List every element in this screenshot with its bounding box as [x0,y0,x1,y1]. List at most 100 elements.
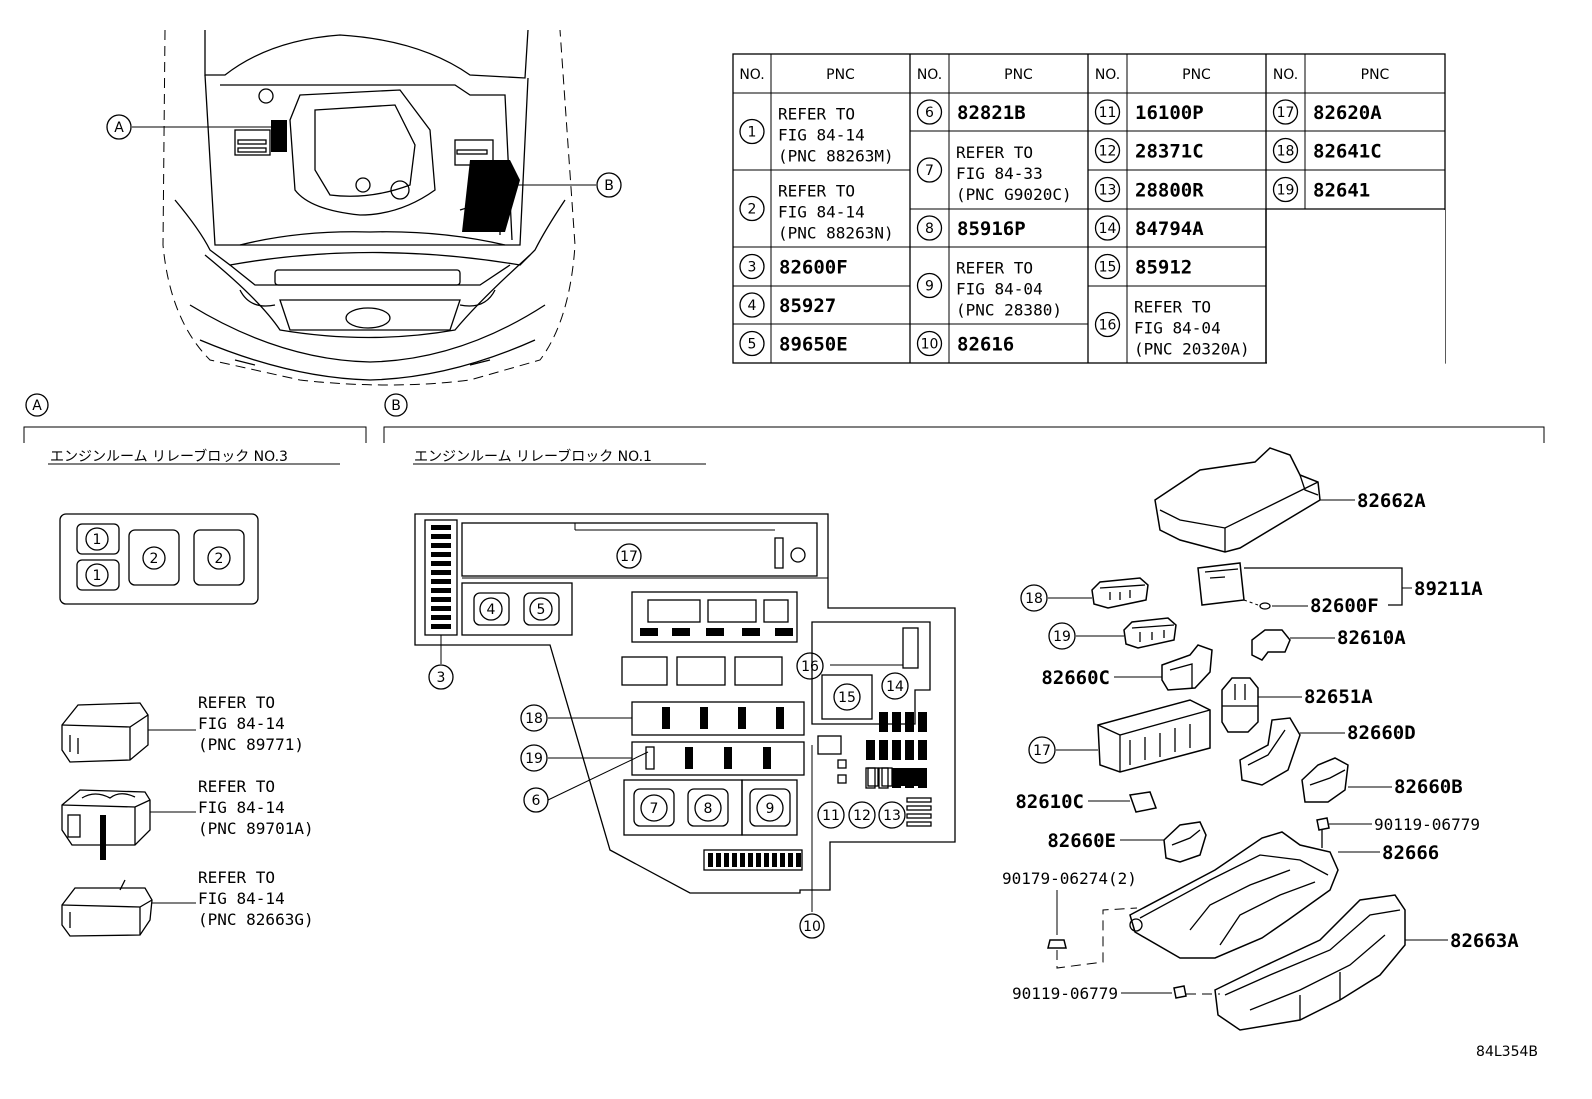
table-no-label: 2 [748,202,757,218]
table-pnc-value: 28371C [1135,141,1204,163]
section-a-ref-line: REFER TO [198,693,275,712]
relay-block-no1 [414,513,956,894]
table-no-circle [1272,99,1299,125]
table-ref-line: (PNC 88263M) [778,147,894,166]
part-label-90179: 90179-06274(2) [1002,869,1137,888]
part-label-82610C: 82610C [1015,791,1084,813]
table-no-circle [916,272,943,299]
block-callout-5: 5 [529,597,553,621]
section-a-bracket: A [23,393,367,443]
table-row: 18 82641C [1272,137,1382,164]
block-callout-9: 9 [766,801,775,817]
callout-b-label: B [604,178,614,194]
relay-label-1b: 1 [93,568,102,584]
table-no-label: 4 [748,298,757,314]
table-pnc-value: 82616 [957,334,1014,356]
table-ref-line: REFER TO [956,259,1033,278]
part-label-82666: 82666 [1382,842,1439,864]
block-callout-15: 15 [838,690,856,706]
section-a-ref-line: FIG 84-14 [198,889,285,908]
table-ref-line: (PNC 28380) [956,301,1062,320]
section-b-bracket: B [383,393,1545,443]
table-ref-line: FIG 84-04 [956,280,1043,299]
section-a-ref-line: FIG 84-14 [198,798,285,817]
block-lower-case-illustration [61,879,196,937]
part-label-82600F: 82600F [1310,595,1379,617]
part-callout-17-label: 17 [1033,743,1051,759]
part-callout-18: 18 [1020,584,1048,612]
table-no-label: 19 [1277,183,1295,199]
table-ref-line: (PNC 20320A) [1134,340,1250,359]
table-header-no: NO. [1273,67,1298,83]
clip-82610c-illustration [1088,791,1158,813]
table-ref-line: FIG 84-04 [1134,319,1221,338]
part-label-82660B: 82660B [1394,776,1463,798]
table-pnc-value: 85912 [1135,257,1192,279]
table-ref-line: FIG 84-14 [778,203,865,222]
holder-82651a-illustration [1221,677,1302,733]
table-pnc-value: 16100P [1135,102,1204,124]
block-callout-6: 6 [523,787,549,813]
table-no-label: 18 [1277,144,1295,160]
table-ref-line: REFER TO [956,143,1033,162]
part-label-90119-top: 90119-06779 [1374,815,1480,834]
block-callout-10: 10 [799,913,825,939]
table-ref-line: REFER TO [778,105,855,124]
block-callout-11: 11 [822,808,840,824]
table-header-no: NO. [917,67,942,83]
table-no-circle [916,99,943,125]
block-callout-3-label: 3 [437,670,446,686]
block-callout-16: 16 [801,659,819,675]
bolt-lower-illustration [1121,985,1220,999]
connector-18-illustration [1048,577,1149,609]
table-header-pnc: PNC [1361,67,1390,83]
table-pnc-value: 82641C [1313,141,1382,163]
fuse-block-17-illustration [1056,699,1211,773]
block-callout-5-label: 5 [537,602,546,618]
table-pnc-value: 84794A [1135,218,1204,240]
clip-82610a-illustration [1251,629,1335,661]
table-no-circle [739,292,765,318]
table-no-label: 8 [925,221,934,237]
table-no-label: 14 [1099,221,1117,237]
block-callout-4: 4 [479,597,503,621]
block-callout-13: 13 [883,808,901,824]
part-label-82660C: 82660C [1041,667,1110,689]
block-callout-17-label: 17 [620,549,638,565]
section-a-ref-line: (PNC 89771) [198,735,304,754]
table-no-circle [1094,176,1121,203]
block-callout-14: 14 [886,679,904,695]
table-pnc-value: 89650E [779,334,848,356]
holder-82660e-illustration [1120,821,1207,863]
section-a-ref-line: REFER TO [198,777,275,796]
table-header-pnc: PNC [1182,67,1211,83]
block-callout-4-label: 4 [487,602,496,618]
table-ref-line: REFER TO [1134,298,1211,317]
pnc-table [732,53,1446,364]
section-a-ref-line: (PNC 89701A) [198,819,314,838]
table-no-circle [739,253,765,280]
callout-b-circle [596,172,622,198]
part-label-82610A: 82610A [1337,627,1406,649]
table-pnc-value: 82641 [1313,180,1370,202]
part-callout-17: 17 [1028,736,1056,764]
block-callout-3: 3 [428,664,454,690]
table-row: 5 89650E [739,330,848,357]
relay-89211a-illustration [1197,562,1412,610]
table-no-circle [916,215,943,241]
part-callout-18-label: 18 [1025,591,1043,607]
lower-case-82666-illustration [1129,831,1380,959]
svg-text:B: B [391,398,401,414]
table-no-label: 5 [748,337,757,353]
table-ref-line: REFER TO [778,182,855,201]
